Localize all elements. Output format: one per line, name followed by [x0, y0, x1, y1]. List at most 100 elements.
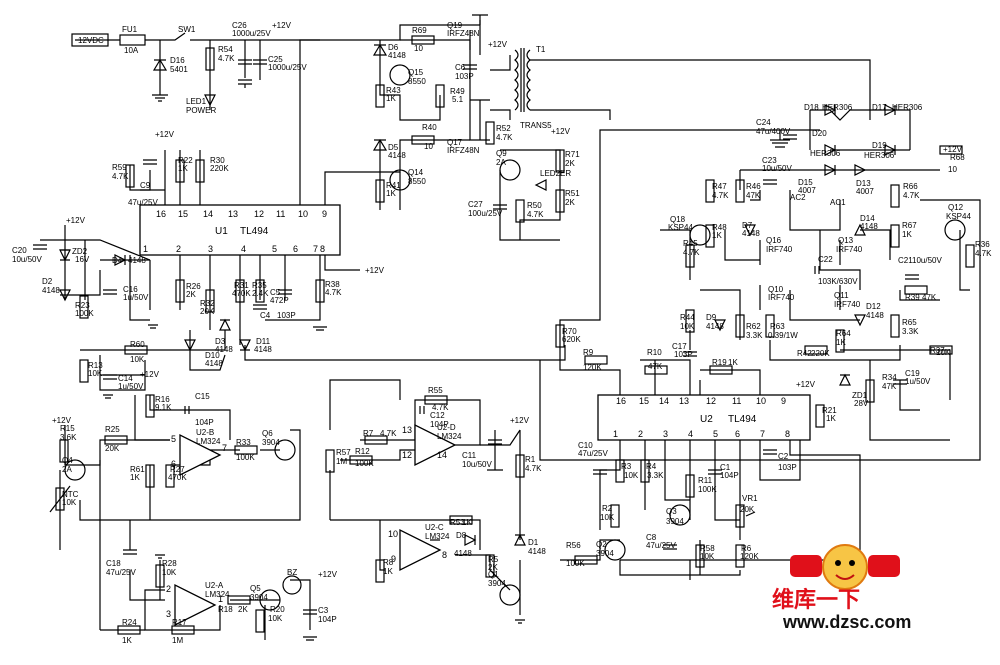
- component-label: C18: [106, 559, 121, 568]
- component-label: 1000u/25V: [232, 29, 271, 38]
- component-label: 4.7K: [712, 191, 729, 200]
- component-label: 470K: [168, 473, 187, 482]
- component-label: KSP44: [946, 212, 971, 221]
- component-label: R15: [60, 424, 75, 433]
- u1-pin-number: 14: [203, 209, 213, 219]
- component-label: R57: [336, 448, 351, 457]
- component-label: C4: [260, 311, 271, 320]
- component-label: 2A: [496, 158, 506, 167]
- component-label: ZD2: [72, 247, 88, 256]
- component-label: 4148: [215, 345, 233, 354]
- opamp-u2-b-part: LM324: [196, 437, 221, 446]
- u1-pin-number: 1: [143, 244, 148, 254]
- component-label: D8: [456, 531, 467, 540]
- component-label: Q9: [496, 149, 507, 158]
- component-label: IRF740: [766, 245, 793, 254]
- component-label: SW1: [178, 25, 196, 34]
- component-label: 100K: [698, 485, 717, 494]
- component-label: Q5: [250, 584, 261, 593]
- component-label: 47K: [746, 191, 761, 200]
- component-label: R64: [836, 329, 851, 338]
- component-label: +12V: [551, 127, 571, 136]
- component-label: 1M: [336, 457, 347, 466]
- component-label: 20K: [740, 505, 755, 514]
- component-label: 120K: [740, 552, 759, 561]
- component-label: 1K: [728, 358, 738, 367]
- component-label: 10A: [124, 46, 139, 55]
- component-label: 3904: [596, 549, 614, 558]
- component-label: D15: [798, 178, 813, 187]
- watermark-url: www.dzsc.com: [782, 612, 911, 632]
- component-label: 1u/50V: [123, 293, 149, 302]
- component-label: Q1: [488, 570, 499, 579]
- component-label: 10K: [680, 322, 695, 331]
- component-label: C25: [268, 55, 283, 64]
- component-label: Q13: [838, 236, 854, 245]
- component-label: 3904: [666, 517, 684, 526]
- component-label: R67: [902, 221, 917, 230]
- component-label: C26: [232, 21, 247, 30]
- u1-pin-number: 7: [313, 244, 318, 254]
- component-label: R31: [234, 281, 249, 290]
- component-label: R16: [155, 395, 170, 404]
- component-label: 4148: [42, 286, 60, 295]
- u1-pin-number: 6: [293, 244, 298, 254]
- component-label: +12V: [155, 130, 175, 139]
- component-label: IRFZ48N: [447, 146, 480, 155]
- u1-pin-number: 5: [272, 244, 277, 254]
- component-label: 3.3K: [902, 327, 919, 336]
- component-label: C17: [672, 342, 687, 351]
- component-label: VR1: [742, 494, 758, 503]
- component-label: 10u/50V: [912, 256, 942, 265]
- component-label: 4007: [798, 186, 816, 195]
- component-label: R42: [797, 349, 812, 358]
- component-label: 10K: [624, 471, 639, 480]
- component-label: 10K: [600, 513, 615, 522]
- component-label: R68: [950, 153, 965, 162]
- u2-pin-number: 12: [706, 396, 716, 406]
- component-label: 5401: [170, 65, 188, 74]
- component-label: 4148: [742, 229, 760, 238]
- component-label: R37: [930, 346, 945, 355]
- component-label: AC1: [830, 198, 846, 207]
- component-label: 100K: [236, 453, 255, 462]
- component-label: R50: [527, 201, 542, 210]
- component-label: 220K: [210, 164, 229, 173]
- component-label: 1K: [386, 189, 396, 198]
- component-label: R46: [746, 182, 761, 191]
- component-label: C23: [762, 156, 777, 165]
- component-label: 47u/25V: [578, 449, 608, 458]
- component-label: 4.7K: [496, 133, 513, 142]
- component-label: 28V: [854, 399, 869, 408]
- opamp-u2-c-pin: 10: [388, 529, 398, 539]
- component-label: Q6: [262, 429, 273, 438]
- component-label: R9: [583, 348, 594, 357]
- component-label: R28: [162, 559, 177, 568]
- component-label: ER: [560, 169, 571, 178]
- component-label: R26: [186, 282, 201, 291]
- u1-pin-number: 15: [178, 209, 188, 219]
- component-label: 4.7K: [683, 248, 700, 257]
- opamp-u2-c: U2-C LM324 10 9 8: [388, 523, 450, 572]
- component-label: 470K: [232, 289, 251, 298]
- component-label: 4148: [128, 256, 146, 265]
- component-label: 47K: [922, 293, 937, 302]
- component-label: D4: [112, 256, 123, 265]
- component-label: D1: [528, 538, 539, 547]
- component-label: R45: [683, 239, 698, 248]
- component-label: 100K: [75, 309, 94, 318]
- component-label: 1K: [462, 518, 472, 527]
- component-label: 104P: [720, 471, 739, 480]
- component-label: C27: [468, 200, 483, 209]
- component-label: R20: [270, 605, 285, 614]
- component-label: +12V: [488, 40, 508, 49]
- component-label: +12V: [796, 380, 816, 389]
- opamp-u2-c-ref: U2-C: [425, 523, 444, 532]
- component-label: D14: [860, 214, 875, 223]
- component-label: 10K: [88, 369, 103, 378]
- opamp-u2-c-pin: 8: [442, 550, 447, 560]
- component-label: T1: [536, 45, 546, 54]
- component-label: 104P: [318, 615, 337, 624]
- component-label: +12V: [318, 570, 338, 579]
